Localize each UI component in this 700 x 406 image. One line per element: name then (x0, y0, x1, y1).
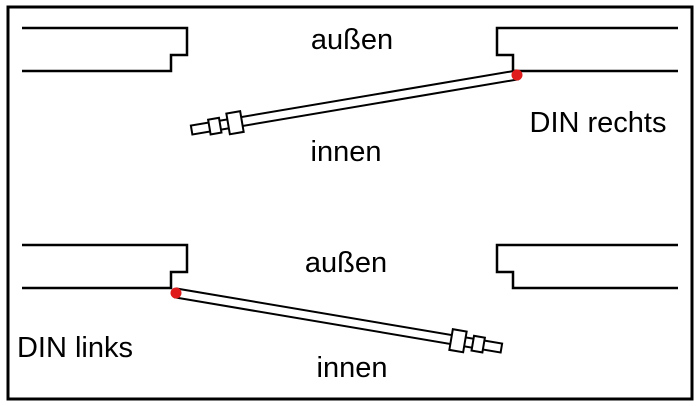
din-rechts-diagram: außen innen DIN rechts (22, 24, 678, 168)
door-leaf-bottom (174, 287, 504, 354)
hinge-dot-top (511, 69, 523, 81)
door-lock-tab-top-2 (206, 116, 223, 136)
wall-top-left (22, 26, 189, 73)
door-leaf-top (189, 69, 519, 136)
handing-label-din-links: DIN links (17, 332, 133, 364)
hinge-dot-bottom (170, 287, 182, 299)
din-links-diagram: außen innen DIN links (17, 243, 678, 384)
figure-border (6, 5, 694, 401)
diagram-lines: außen innen DIN rechts außen innen DIN l… (6, 5, 694, 401)
outside-label-bottom: außen (305, 247, 387, 279)
inside-label-bottom: innen (317, 352, 388, 384)
wall-top-right (495, 26, 678, 73)
wall-bottom-left (22, 243, 189, 290)
door-lock-tab-bottom-1 (448, 328, 468, 354)
outside-label-top: außen (311, 24, 393, 56)
handing-label-din-rechts: DIN rechts (530, 107, 667, 139)
inside-label-top: innen (311, 136, 382, 168)
door-lock-tab-bottom-2 (470, 334, 487, 354)
door-lock-tab-top-1 (225, 110, 245, 136)
wall-bottom-right (495, 243, 678, 290)
